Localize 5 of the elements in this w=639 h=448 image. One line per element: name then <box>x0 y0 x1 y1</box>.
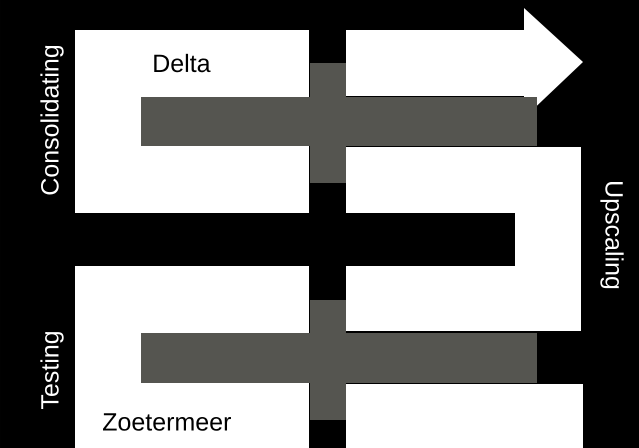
label: Consolidating <box>40 46 64 194</box>
label: Delta <box>154 54 211 72</box>
label: Upscaling <box>600 182 624 288</box>
label: Zoetermeer <box>103 413 231 431</box>
label: Testing <box>40 332 64 410</box>
